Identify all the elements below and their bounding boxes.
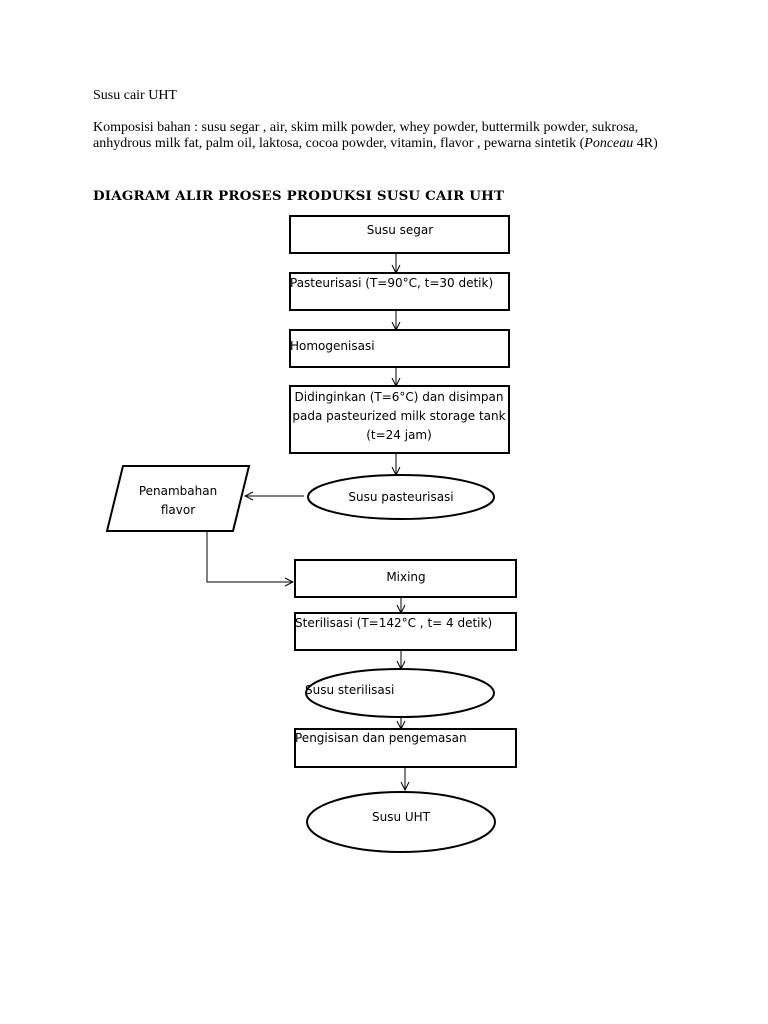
node-sterilisasi: Sterilisasi (T=142°C , t= 4 detik)	[294, 612, 517, 651]
node-didinginkan: Didinginkan (T=6°C) dan disimpan pada pas…	[289, 385, 510, 454]
composition-label: Komposisi bahan :	[93, 120, 202, 135]
node-sterilisasi-label: Sterilisasi (T=142°C , t= 4 detik)	[295, 616, 492, 630]
node-susu-sterilisasi: Susu sterilisasi	[305, 668, 495, 718]
node-mixing: Mixing	[294, 559, 517, 598]
document-title: Susu cair UHT	[93, 88, 177, 103]
diagram-heading: DIAGRAM ALIR PROSES PRODUKSI SUSU CAIR U…	[93, 188, 505, 204]
node-pasteurisasi-shape	[289, 272, 510, 311]
node-pengisisan-label: Pengisisan dan pengemasan	[295, 731, 467, 745]
node-sterilisasi-shape	[294, 612, 517, 651]
node-penambahan-flavor: Penambahan flavor	[105, 465, 251, 532]
node-susu-pasteurisasi-shape	[307, 474, 495, 520]
composition-text: susu segar , air, skim milk powder, whey…	[93, 120, 639, 151]
node-didinginkan-label: Didinginkan (T=6°C) dan disimpan	[295, 390, 504, 404]
node-homogenisasi-shape	[289, 329, 510, 368]
node-susu-sterilisasi-shape	[305, 668, 495, 718]
node-susu-sterilisasi-label: Susu sterilisasi	[305, 683, 394, 697]
node-pasteurisasi-label: Pasteurisasi (T=90°C, t=30 detik)	[290, 276, 493, 290]
composition-paragraph: Komposisi bahan : susu segar , air, skim…	[93, 120, 673, 152]
node-susu-pasteurisasi: Susu pasteurisasi	[307, 474, 495, 520]
node-didinginkan-shape	[289, 385, 510, 454]
node-susu-uht: Susu UHT	[306, 791, 496, 853]
node-susu-segar-shape	[289, 215, 510, 254]
node-mixing-label: Mixing	[386, 570, 425, 584]
node-homogenisasi-label: Homogenisasi	[290, 339, 375, 353]
node-mixing-shape	[294, 559, 517, 598]
node-susu-segar-label: Susu segar	[367, 223, 434, 237]
composition-italic: Ponceau	[584, 136, 634, 151]
edge-penambahan-flavor-to-mixing	[206, 531, 293, 582]
node-susu-uht-shape	[306, 791, 496, 853]
node-susu-segar: Susu segar	[289, 215, 510, 254]
node-homogenisasi: Homogenisasi	[289, 329, 510, 368]
node-penambahan-flavor-label: Penambahan	[139, 484, 217, 498]
node-susu-pasteurisasi-label: Susu pasteurisasi	[348, 490, 453, 504]
node-didinginkan-label: (t=24 jam)	[366, 428, 432, 442]
edges-layer	[206, 253, 405, 790]
composition-end: 4R)	[633, 136, 658, 151]
node-susu-uht-label: Susu UHT	[372, 810, 431, 824]
node-pengisisan-shape	[294, 728, 517, 768]
node-penambahan-flavor-shape	[105, 465, 251, 532]
node-penambahan-flavor-label: flavor	[161, 503, 195, 517]
node-pasteurisasi: Pasteurisasi (T=90°C, t=30 detik)	[289, 272, 510, 311]
node-didinginkan-label: pada pasteurized milk storage tank	[292, 409, 505, 423]
node-pengisisan: Pengisisan dan pengemasan	[294, 728, 517, 768]
